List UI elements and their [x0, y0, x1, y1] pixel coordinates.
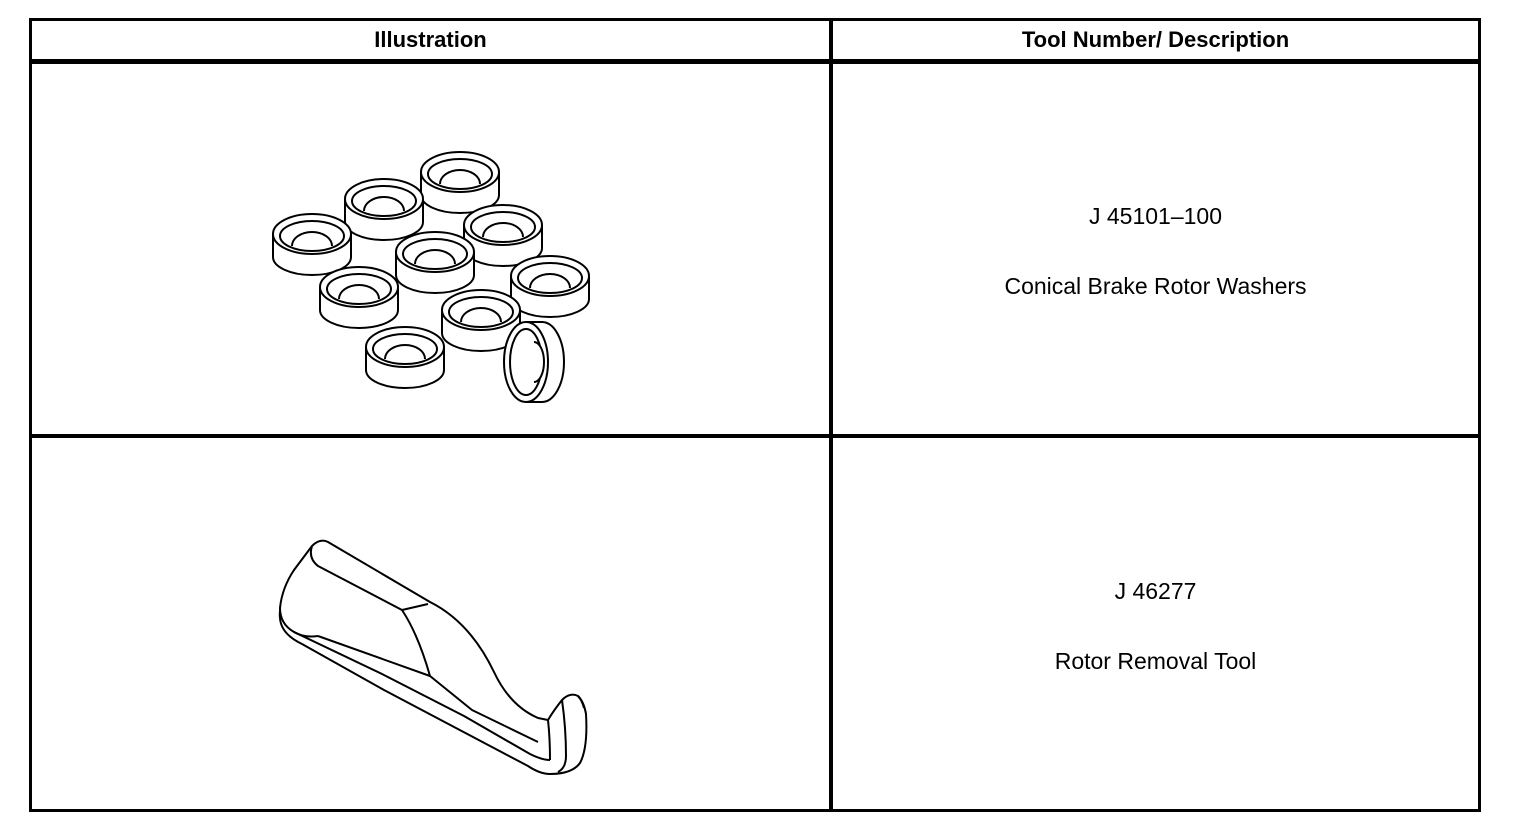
conical-washers-icon [272, 151, 590, 403]
tool-name: Conical Brake Rotor Washers [1004, 273, 1307, 299]
row1-illustration-cell [32, 64, 829, 434]
column-divider [829, 21, 833, 809]
tool-number: J 45101–100 [1088, 203, 1222, 229]
tool-name: Rotor Removal Tool [1054, 648, 1257, 674]
tool-table: Illustration Tool Number/ Description [29, 18, 1481, 812]
header-divider [32, 59, 1478, 64]
tool-number: J 46277 [1114, 578, 1197, 604]
row1-description-cell: J 45101–100 Conical Brake Rotor Washers [833, 203, 1478, 300]
row-divider [32, 434, 1478, 438]
header-illustration: Illustration [374, 27, 487, 52]
rotor-removal-tool-icon [278, 539, 588, 775]
row2-description-cell: J 46277 Rotor Removal Tool [833, 578, 1478, 675]
row2-illustration-cell [32, 438, 829, 809]
header-tool-description: Tool Number/ Description [1021, 27, 1290, 52]
